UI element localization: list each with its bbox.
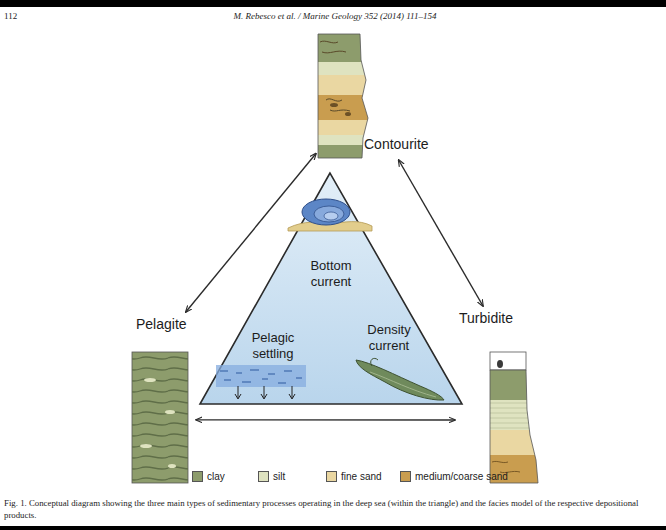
page-header: M. Rebesco et al. / Marine Geology 352 (…	[190, 10, 480, 22]
legend-swatch	[192, 471, 203, 482]
legend-text: clay	[207, 471, 225, 482]
page-header: 112	[4, 10, 44, 22]
legend-text: medium/coarse sand	[415, 471, 508, 482]
bottom-bar	[0, 526, 666, 530]
legend-item: medium/coarse sand	[400, 471, 508, 482]
legend-item: silt	[258, 471, 285, 482]
process-label: Pelagic settling	[241, 330, 305, 362]
facies-label: Pelagite	[136, 316, 187, 332]
legend-text: fine sand	[341, 471, 382, 482]
legend-swatch	[258, 471, 269, 482]
process-arrow	[196, 419, 455, 420]
facies-label: Turbidite	[459, 310, 513, 326]
legend-swatch	[326, 471, 337, 482]
density-current-flow	[356, 358, 444, 400]
contourite-core	[316, 34, 372, 158]
figure-caption: Fig. 1. Conceptual diagram showing the t…	[4, 497, 660, 521]
legend-item: fine sand	[326, 471, 382, 482]
facies-node: Turbidite	[455, 306, 535, 486]
turbidite-core	[488, 352, 540, 483]
legend-item: clay	[192, 471, 225, 482]
bottom-current-drift	[288, 199, 372, 231]
pelagic-settling-layer	[216, 365, 306, 399]
process-label: Bottom current	[300, 258, 362, 290]
pelagite-core	[132, 352, 188, 483]
process-triangle	[200, 173, 462, 404]
facies-node: Pelagite	[128, 312, 196, 486]
facies-label: Contourite	[364, 136, 429, 152]
top-bar	[0, 0, 666, 7]
process-arrow	[399, 160, 483, 306]
legend-swatch	[400, 471, 411, 482]
legend-text: silt	[273, 471, 285, 482]
process-label: Density current	[357, 322, 421, 354]
process-arrow	[186, 154, 316, 313]
facies-node: Contourite	[316, 30, 434, 160]
